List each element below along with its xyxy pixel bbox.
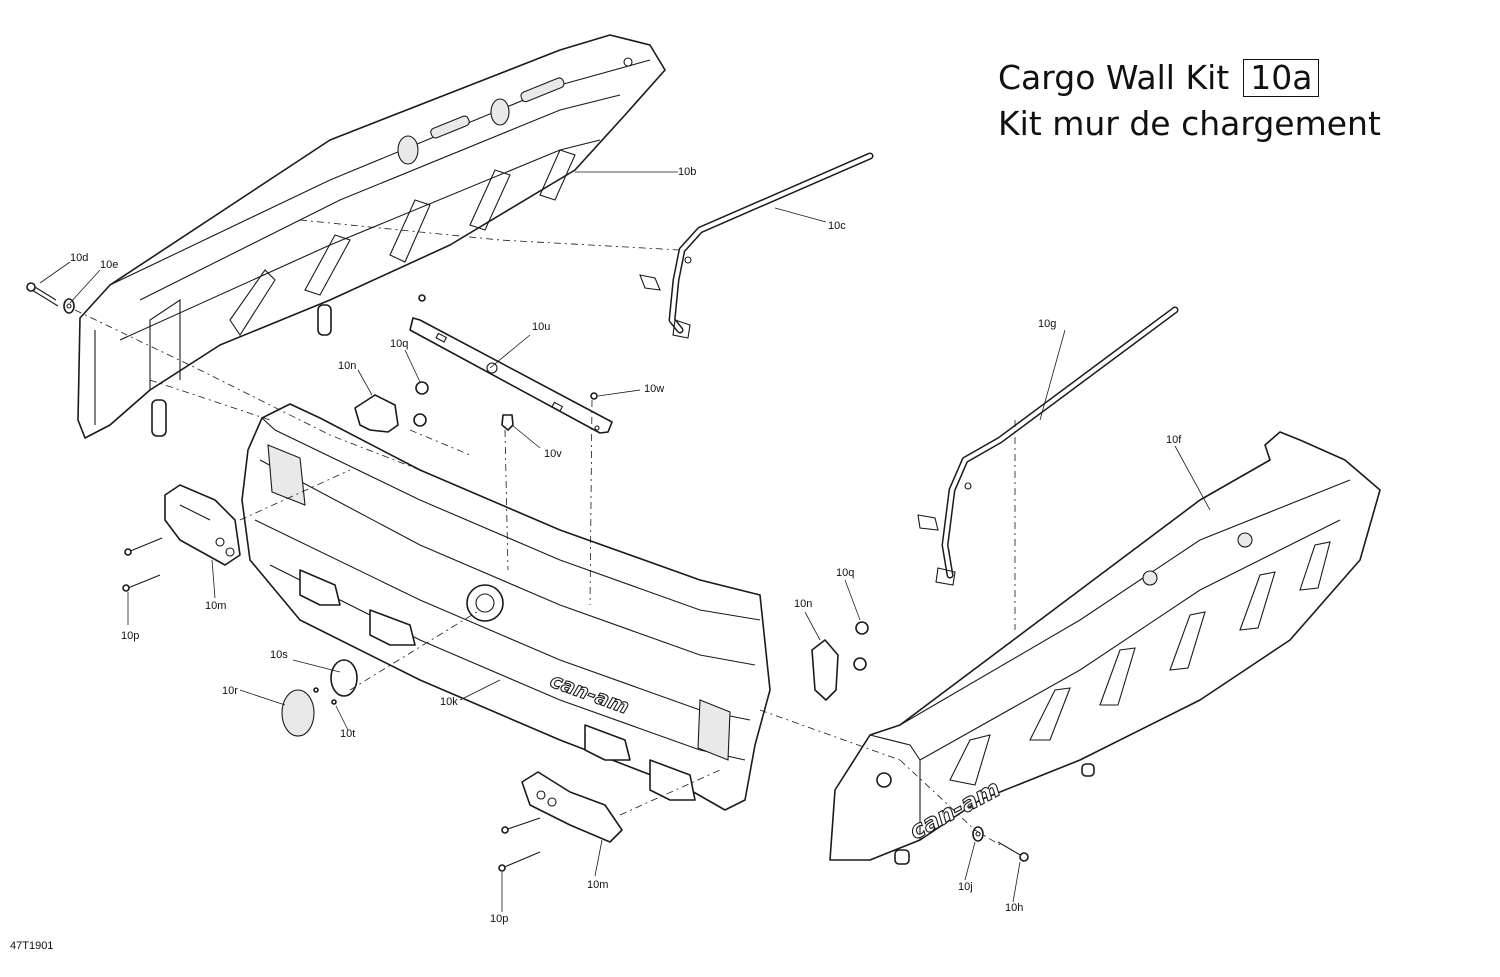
callout-10f: 10f <box>1166 434 1182 446</box>
callout-10p-left: 10p <box>121 630 140 642</box>
callout-10c: 10c <box>828 220 846 232</box>
callout-10g: 10g <box>1038 318 1057 330</box>
callout-10m-bottom: 10m <box>587 879 609 891</box>
callout-10d: 10d <box>70 252 89 264</box>
callout-10t: 10t <box>340 728 356 740</box>
callout-10k: 10k <box>440 696 458 708</box>
callout-10v: 10v <box>544 448 562 460</box>
callout-10p-bottom: 10p <box>490 913 509 925</box>
callout-10n-left: 10n <box>338 360 357 372</box>
callout-10e: 10e <box>100 259 119 271</box>
callout-10q-left: 10q <box>390 338 409 350</box>
support-bar-10c <box>639 152 874 339</box>
rear-wall-10k: can-am <box>241 403 771 811</box>
left-side-wall-10b <box>77 34 666 439</box>
title-line-1: Cargo Wall Kit <box>998 58 1230 97</box>
bracket-strip-10u <box>409 317 613 434</box>
callout-10m-left: 10m <box>205 600 227 612</box>
kit-reference-box: 10a <box>1243 59 1320 97</box>
callout-10n-right: 10n <box>794 598 813 610</box>
diagram-title-english: Cargo Wall Kit 10a <box>998 58 1320 97</box>
support-bar-10g <box>917 306 1179 586</box>
callout-10q-right: 10q <box>836 567 855 579</box>
callout-leader-lines <box>39 171 1211 912</box>
diagram-title-french: Kit mur de chargement <box>998 104 1381 143</box>
callout-10s: 10s <box>270 649 288 661</box>
callout-10b: 10b <box>678 166 697 178</box>
hardware-fasteners <box>26 282 1029 872</box>
callout-10j: 10j <box>958 881 973 893</box>
right-side-wall-10f: can-am <box>829 431 1381 865</box>
callout-10r: 10r <box>222 685 238 697</box>
document-code: 47T1901 <box>10 940 54 952</box>
callout-10w: 10w <box>644 383 665 395</box>
callout-10u: 10u <box>532 321 551 333</box>
callout-10h: 10h <box>1005 902 1024 914</box>
assembly-centerlines <box>74 219 1016 846</box>
